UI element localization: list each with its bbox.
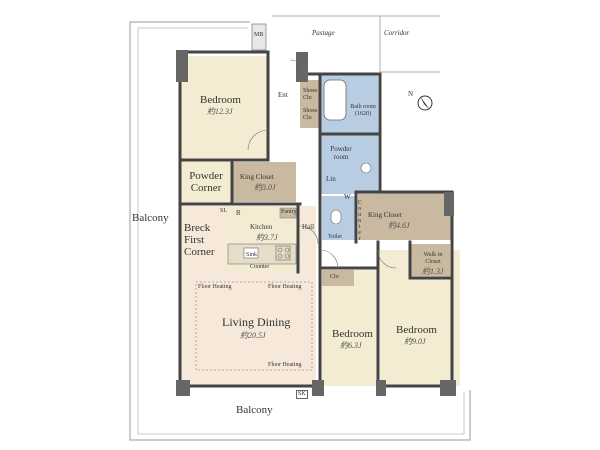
mb-label: MB xyxy=(254,32,264,38)
pastage-label: Pastage xyxy=(312,29,335,37)
lin-label: Lin xyxy=(326,175,336,183)
balcony-bottom-label: Balcony xyxy=(236,404,273,416)
counter-fill xyxy=(227,243,297,265)
walk-in-closet-fill xyxy=(410,244,450,276)
pantry-box xyxy=(279,207,297,219)
pantry-label: Pantry xyxy=(281,209,297,215)
king-closet-right-fill xyxy=(358,192,452,240)
kitchen-label: Kitchen xyxy=(250,223,273,231)
powder-room-label: Powder room xyxy=(330,145,352,161)
mb-fill xyxy=(251,23,267,51)
ent-label: Ent xyxy=(278,91,288,99)
floor-heating-area xyxy=(195,281,313,371)
shoes-clo-1-label: Shoes Clo xyxy=(303,88,318,101)
svg-text:N: N xyxy=(408,90,413,98)
bedroom-mid-area: 約6.3J xyxy=(340,341,362,350)
bedroom-right-area: 約9.0J xyxy=(404,337,426,346)
king-closet-right-area: 約4.6J xyxy=(388,221,410,230)
floor-heating-3-label: Floor Heating xyxy=(268,362,302,368)
bedroom-right-label: Bedroom xyxy=(396,324,437,336)
sl-label: SL xyxy=(220,208,228,214)
breck-first-corner-label: Breck First Corner xyxy=(184,222,215,259)
bedroom-mid-fill xyxy=(320,270,378,386)
powder-corner-fill xyxy=(180,160,232,204)
washbasin-icon xyxy=(360,162,372,174)
king-closet-left-label: King Closet xyxy=(240,173,274,181)
compass-icon: N xyxy=(408,90,433,111)
sink-icon xyxy=(243,247,259,259)
stove-icon xyxy=(275,245,291,261)
corridor-lines xyxy=(272,15,440,73)
hall-label: Hall xyxy=(302,223,315,231)
sk-label: SK xyxy=(296,390,308,399)
powder-corner-label: Powder Corner xyxy=(189,170,223,195)
king-closet-left-fill xyxy=(232,162,296,202)
floor-heating-1-label: Floor Heating xyxy=(198,284,232,290)
bedroom-mid-label: Bedroom xyxy=(332,328,373,340)
clo-fill xyxy=(322,270,354,286)
balcony-outline xyxy=(129,21,471,441)
kitchen-area: 約3.7J xyxy=(256,233,278,242)
living-dining-area: 約20.5J xyxy=(240,331,266,340)
king-closet-left-area: 約3.0J xyxy=(254,183,276,192)
w-label: W xyxy=(344,193,351,201)
living-dining-label: Living Dining xyxy=(222,315,291,329)
counter-label: Counter xyxy=(250,264,270,270)
counter-vertical-label: Counter xyxy=(356,200,363,242)
clo-label: Clo xyxy=(330,274,339,280)
bathtub xyxy=(323,79,347,121)
corridor-label: Corridor xyxy=(384,29,410,37)
toilet-icon xyxy=(330,209,342,225)
walk-in-closet-label: Walk in Closet xyxy=(423,252,443,265)
balcony-left-label: Balcony xyxy=(132,212,169,224)
walls xyxy=(178,50,454,388)
toilet-label: Toilet xyxy=(328,234,342,240)
bathroom-label: Bath room (1620) xyxy=(350,104,376,117)
bedroom-top-label: Bedroom xyxy=(200,94,241,106)
columns xyxy=(176,50,456,396)
king-closet-right-label: King Closet xyxy=(368,211,402,219)
r-label: R xyxy=(236,209,241,217)
shoes-clo-2-label: Shoes Clo xyxy=(303,108,318,121)
shoes-clo-fill xyxy=(300,80,320,128)
sink-label: Sink xyxy=(246,252,258,258)
walk-in-closet-area: 約1.3J xyxy=(422,267,444,276)
bedroom-top-area: 約12.3J xyxy=(207,107,233,116)
floor-heating-2-label: Floor Heating xyxy=(268,284,302,290)
door-swings xyxy=(247,59,397,269)
bedroom-top-fill xyxy=(180,56,268,160)
